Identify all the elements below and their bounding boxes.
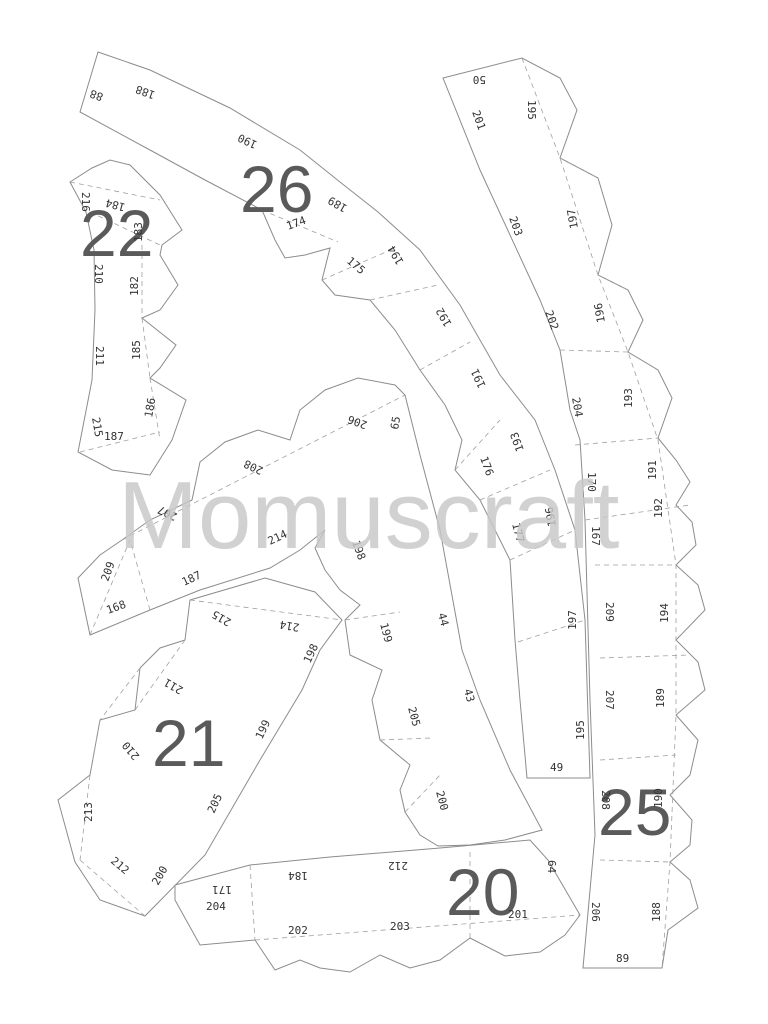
edge-number: 168 [105, 598, 128, 617]
edge-number: 183 [132, 222, 145, 242]
edge-number: 201 [469, 109, 488, 132]
edge-number: 204 [206, 900, 226, 913]
edge-number: 200 [433, 789, 451, 812]
edge-number: 188 [134, 82, 157, 101]
edge-number: 199 [377, 621, 395, 644]
edge-number: 208 [599, 790, 612, 810]
part-22-fold-lines [69, 181, 161, 453]
edge-number: 206 [346, 412, 369, 431]
edge-number: 195 [574, 720, 587, 740]
edge-number: 197 [566, 610, 579, 630]
edge-number: 65 [388, 415, 403, 430]
part-26: 26 88 188 190 189 174 175 194 192 191 19… [79, 51, 591, 779]
edge-number: 188 [650, 902, 663, 922]
edge-number: 201 [508, 908, 528, 921]
part-21-fold-lines [79, 599, 343, 917]
edge-number: 205 [405, 705, 423, 728]
part-number: 25 [598, 775, 671, 849]
part-20-fold-lines [249, 850, 581, 941]
part-26-outline [79, 51, 591, 779]
edge-number: 215 [89, 416, 105, 438]
part-22: 22 216 184 183 210 182 211 185 215 187 1… [69, 159, 187, 476]
edge-number: 50 [473, 73, 486, 86]
edge-number: 209 [603, 602, 616, 622]
edge-number: 177 [509, 521, 527, 544]
edge-number: 190 [652, 788, 665, 808]
edge-number: 193 [622, 388, 635, 408]
edge-number: 184 [288, 869, 308, 882]
edge-number: 198 [349, 539, 368, 562]
edge-number: 203 [506, 215, 525, 238]
part-22-outline [69, 159, 187, 476]
part-25-fold-lines [521, 57, 691, 969]
edge-number: 196 [592, 302, 608, 324]
edge-number: 216 [79, 192, 92, 212]
edge-number: 207 [603, 690, 616, 710]
edge-number: 212 [388, 859, 408, 872]
edge-number: 193 [508, 430, 527, 453]
edge-number: 186 [142, 397, 158, 419]
edge-number: 43 [461, 687, 477, 703]
edge-number: 64 [545, 860, 558, 874]
watermark-text: Momuscraft [118, 462, 619, 569]
part-number: 22 [80, 196, 153, 270]
edge-number: 192 [652, 498, 665, 518]
edge-number: 88 [88, 87, 105, 104]
edge-number: 185 [130, 340, 143, 360]
edge-number: 214 [278, 618, 300, 634]
edge-number: 187 [104, 430, 124, 443]
edge-number: 189 [654, 688, 667, 708]
edge-number: 49 [550, 761, 563, 774]
edge-number: 196 [543, 506, 559, 528]
edge-number: 206 [589, 902, 602, 922]
edge-number: 170 [585, 472, 598, 492]
part-unnumbered-fold-lines [89, 394, 441, 813]
edge-number: 167 [589, 526, 602, 546]
edge-number: 202 [288, 924, 308, 937]
edge-number: 44 [435, 611, 451, 628]
edge-number: 191 [646, 460, 659, 480]
edge-number: 203 [390, 920, 410, 933]
edge-number: 194 [658, 603, 671, 623]
part-number: 21 [152, 706, 225, 780]
part-20: 20 171 184 212 204 202 203 201 64 [174, 839, 581, 973]
part-25-outline [442, 57, 706, 969]
edge-number: 182 [128, 276, 141, 296]
part-20-outline [174, 839, 581, 973]
part-number: 26 [240, 152, 313, 226]
edge-number: 176 [477, 455, 496, 478]
edge-number: 211 [93, 346, 106, 366]
edge-number: 202 [542, 309, 561, 332]
edge-number: 209 [99, 560, 118, 583]
edge-number: 213 [82, 802, 95, 822]
edge-number: 197 [565, 208, 581, 230]
edge-number: 184 [104, 196, 127, 214]
edge-number: 195 [525, 100, 538, 120]
part-number: 20 [446, 855, 519, 929]
part-25: 25 50 195 201 203 197 202 196 204 193 17… [442, 57, 706, 969]
part-21: 21 215 214 198 211 210 199 213 205 212 2… [57, 577, 343, 917]
edge-number: 204 [569, 396, 585, 418]
edge-number: 89 [616, 952, 629, 965]
part-26-fold-lines [261, 209, 586, 643]
edge-number: 171 [212, 883, 232, 896]
edge-number: 210 [92, 264, 105, 284]
